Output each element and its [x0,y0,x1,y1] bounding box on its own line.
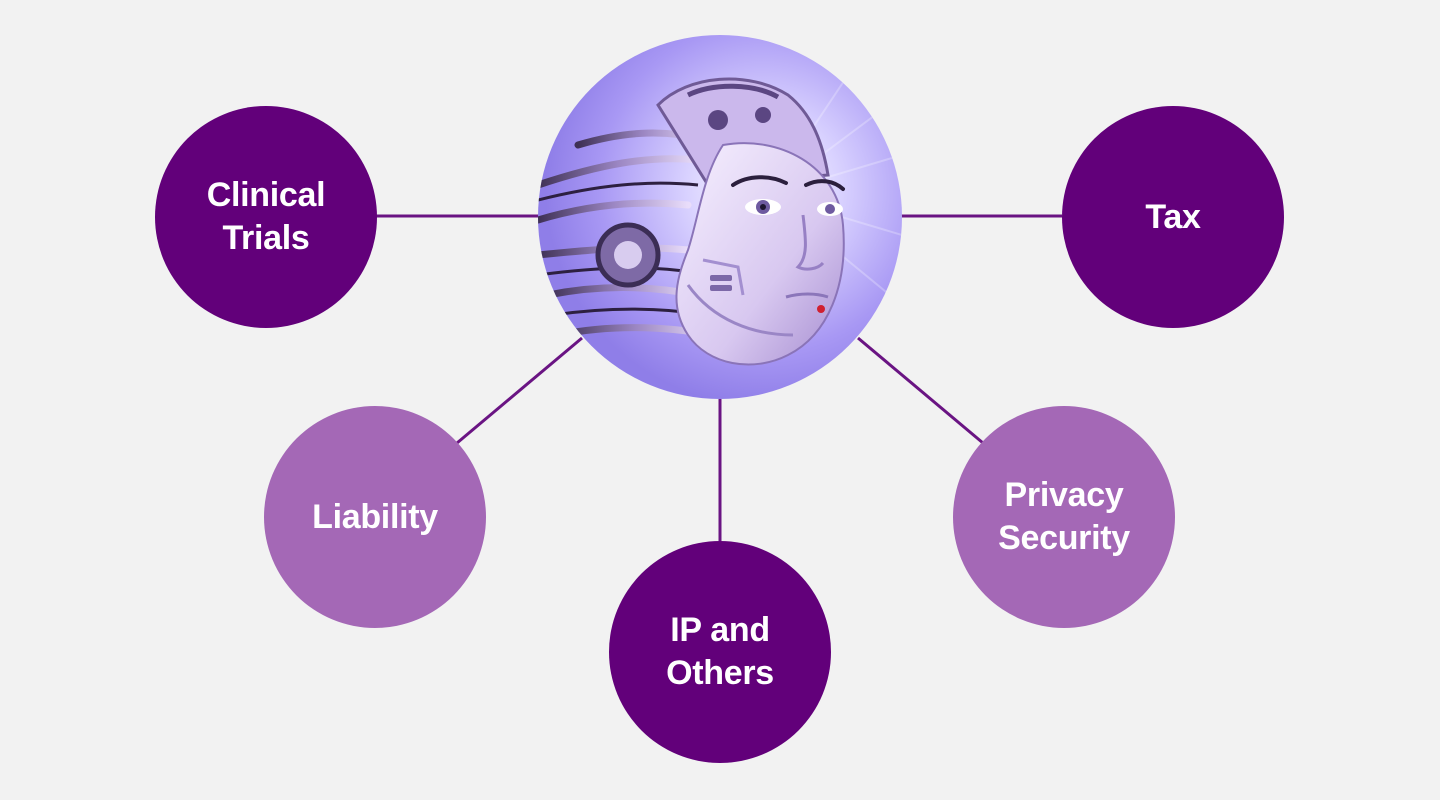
node-tax: Tax [1062,106,1284,328]
node-ip-and-others-label: IP and Others [666,611,774,692]
node-liability-label: Liability [312,497,438,536]
node-privacy-security-label: Privacy Security [998,476,1130,557]
connector-privacy-security [857,336,984,445]
node-clinical-trials: Clinical Trials [155,106,377,328]
node-liability: Liability [264,406,486,628]
node-clinical-trials-label: Clinical Trials [206,176,326,257]
robot-head-icon [538,35,902,399]
connector-liability [456,336,583,445]
node-ip-and-others: IP and Others [609,541,831,763]
node-privacy-security: Privacy Security [953,406,1175,628]
node-tax-label: Tax [1145,197,1201,236]
